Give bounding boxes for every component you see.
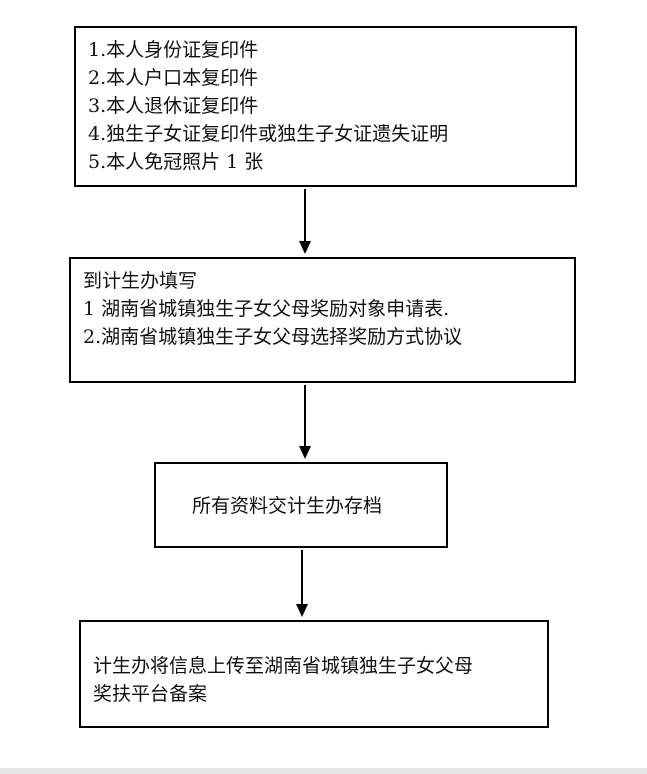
step-1-line-5: 5.本人免冠照片 1 张 — [88, 151, 264, 173]
step-4-box: 计生办将信息上传至湖南省城镇独生子女父母 奖扶平台备案 — [79, 620, 549, 728]
step-2-line-3: 2.湖南省城镇独生子女父母选择奖励方式协议 — [83, 326, 463, 348]
step-1-line-3: 3.本人退休证复印件 — [88, 95, 259, 117]
step-1-line-1: 1.本人身份证复印件 — [88, 39, 259, 61]
step-3-box: 所有资料交计生办存档 — [154, 462, 448, 548]
flow-arrow-2 — [299, 385, 311, 459]
step-2-box: 到计生办填写 1 湖南省城镇独生子女父母奖励对象申请表. 2.湖南省城镇独生子女… — [69, 257, 576, 383]
step-4-line-1: 计生办将信息上传至湖南省城镇独生子女父母 — [93, 655, 474, 677]
page-bottom-edge — [0, 768, 647, 774]
step-3-line-1: 所有资料交计生办存档 — [192, 495, 383, 517]
step-4-line-2: 奖扶平台备案 — [93, 683, 208, 705]
step-2-line-2: 1 湖南省城镇独生子女父母奖励对象申请表. — [83, 298, 450, 320]
step-1-line-4: 4.独生子女证复印件或独生子女证遗失证明 — [88, 123, 449, 145]
step-1-line-2: 2.本人户口本复印件 — [88, 67, 259, 89]
step-1-box: 1.本人身份证复印件 2.本人户口本复印件 3.本人退休证复印件 4.独生子女证… — [74, 26, 577, 187]
step-2-line-1: 到计生办填写 — [83, 270, 198, 292]
flow-arrow-3 — [296, 550, 308, 617]
flow-arrow-1 — [299, 189, 311, 254]
